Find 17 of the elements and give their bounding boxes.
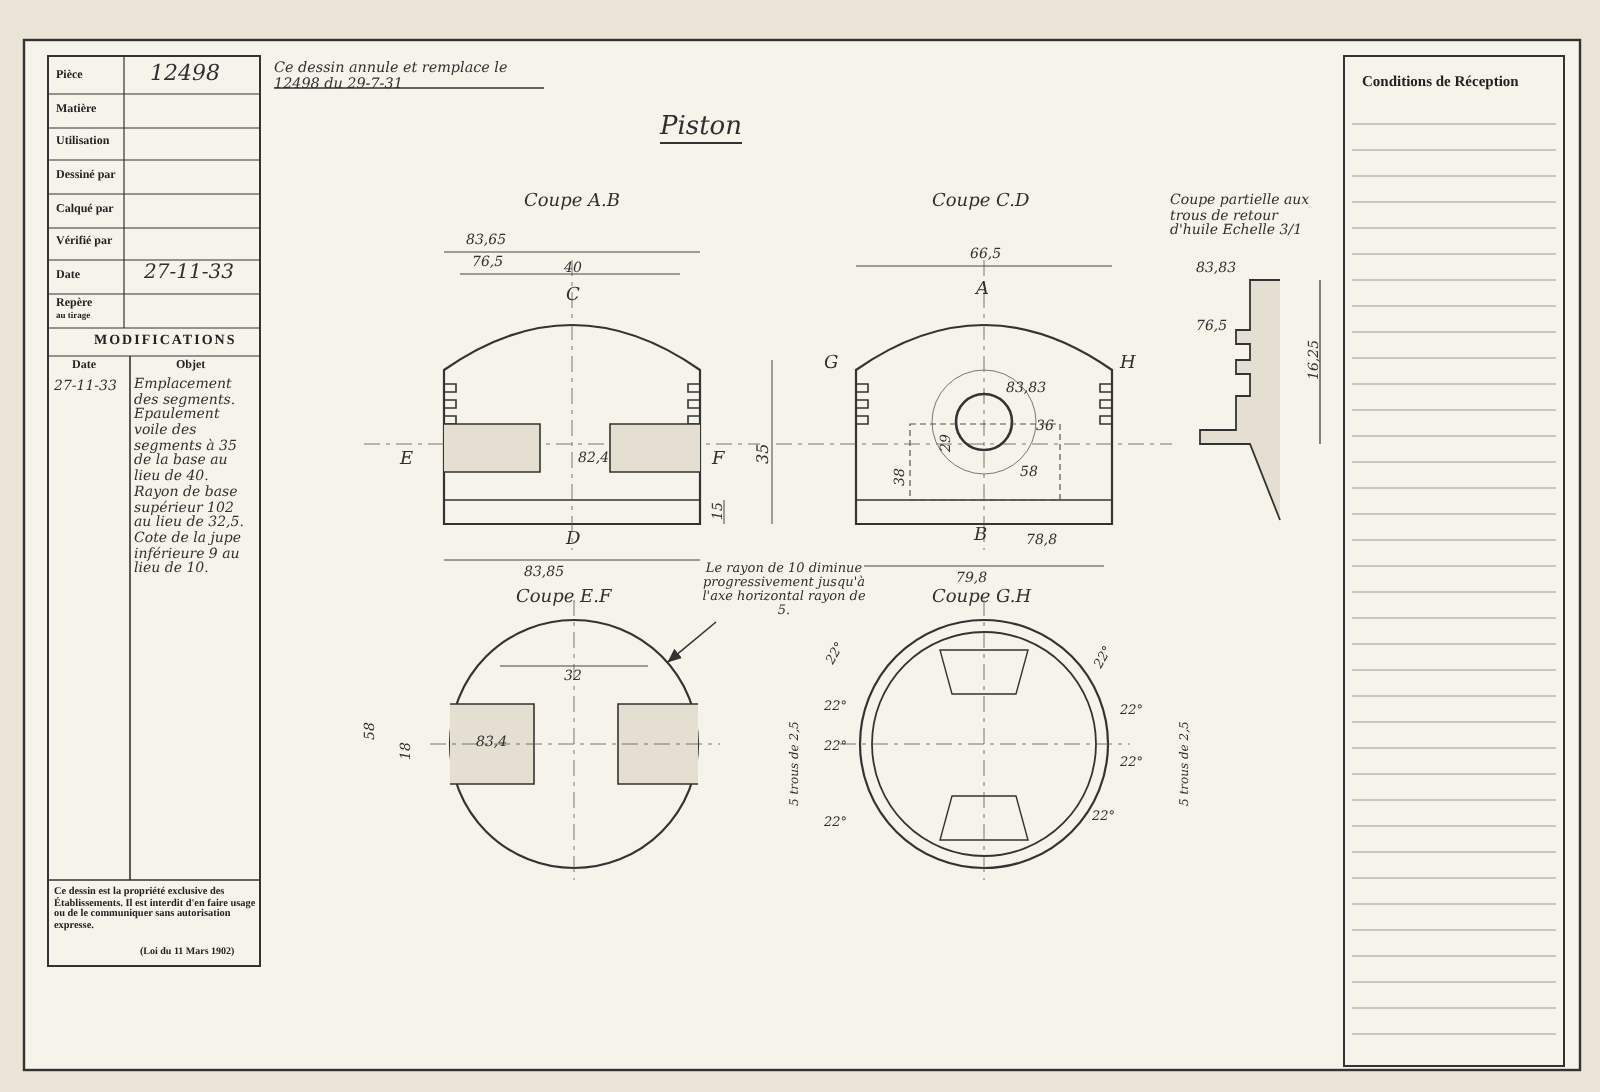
section-title: Coupe A.B <box>524 194 621 214</box>
section-title: Coupe G.H <box>932 590 1032 610</box>
handwritten-text: 27-11-33 <box>144 262 234 284</box>
drawing-title: Piston <box>660 114 742 145</box>
section-letter: C <box>566 288 580 308</box>
section-letter: F <box>712 452 725 472</box>
section-letter: B <box>974 528 988 548</box>
section-letter: D <box>566 532 581 552</box>
handwritten-text: 12498 <box>150 62 220 87</box>
section-letter: A <box>976 282 989 302</box>
leader-line <box>666 621 717 664</box>
section-letter: E <box>400 452 414 472</box>
section-title: Coupe E.F <box>516 590 612 610</box>
section-letter: G <box>824 356 839 376</box>
dimension-text: 35 <box>756 443 774 464</box>
section-letter: H <box>1120 356 1136 376</box>
section-title: Coupe C.D <box>932 194 1030 214</box>
